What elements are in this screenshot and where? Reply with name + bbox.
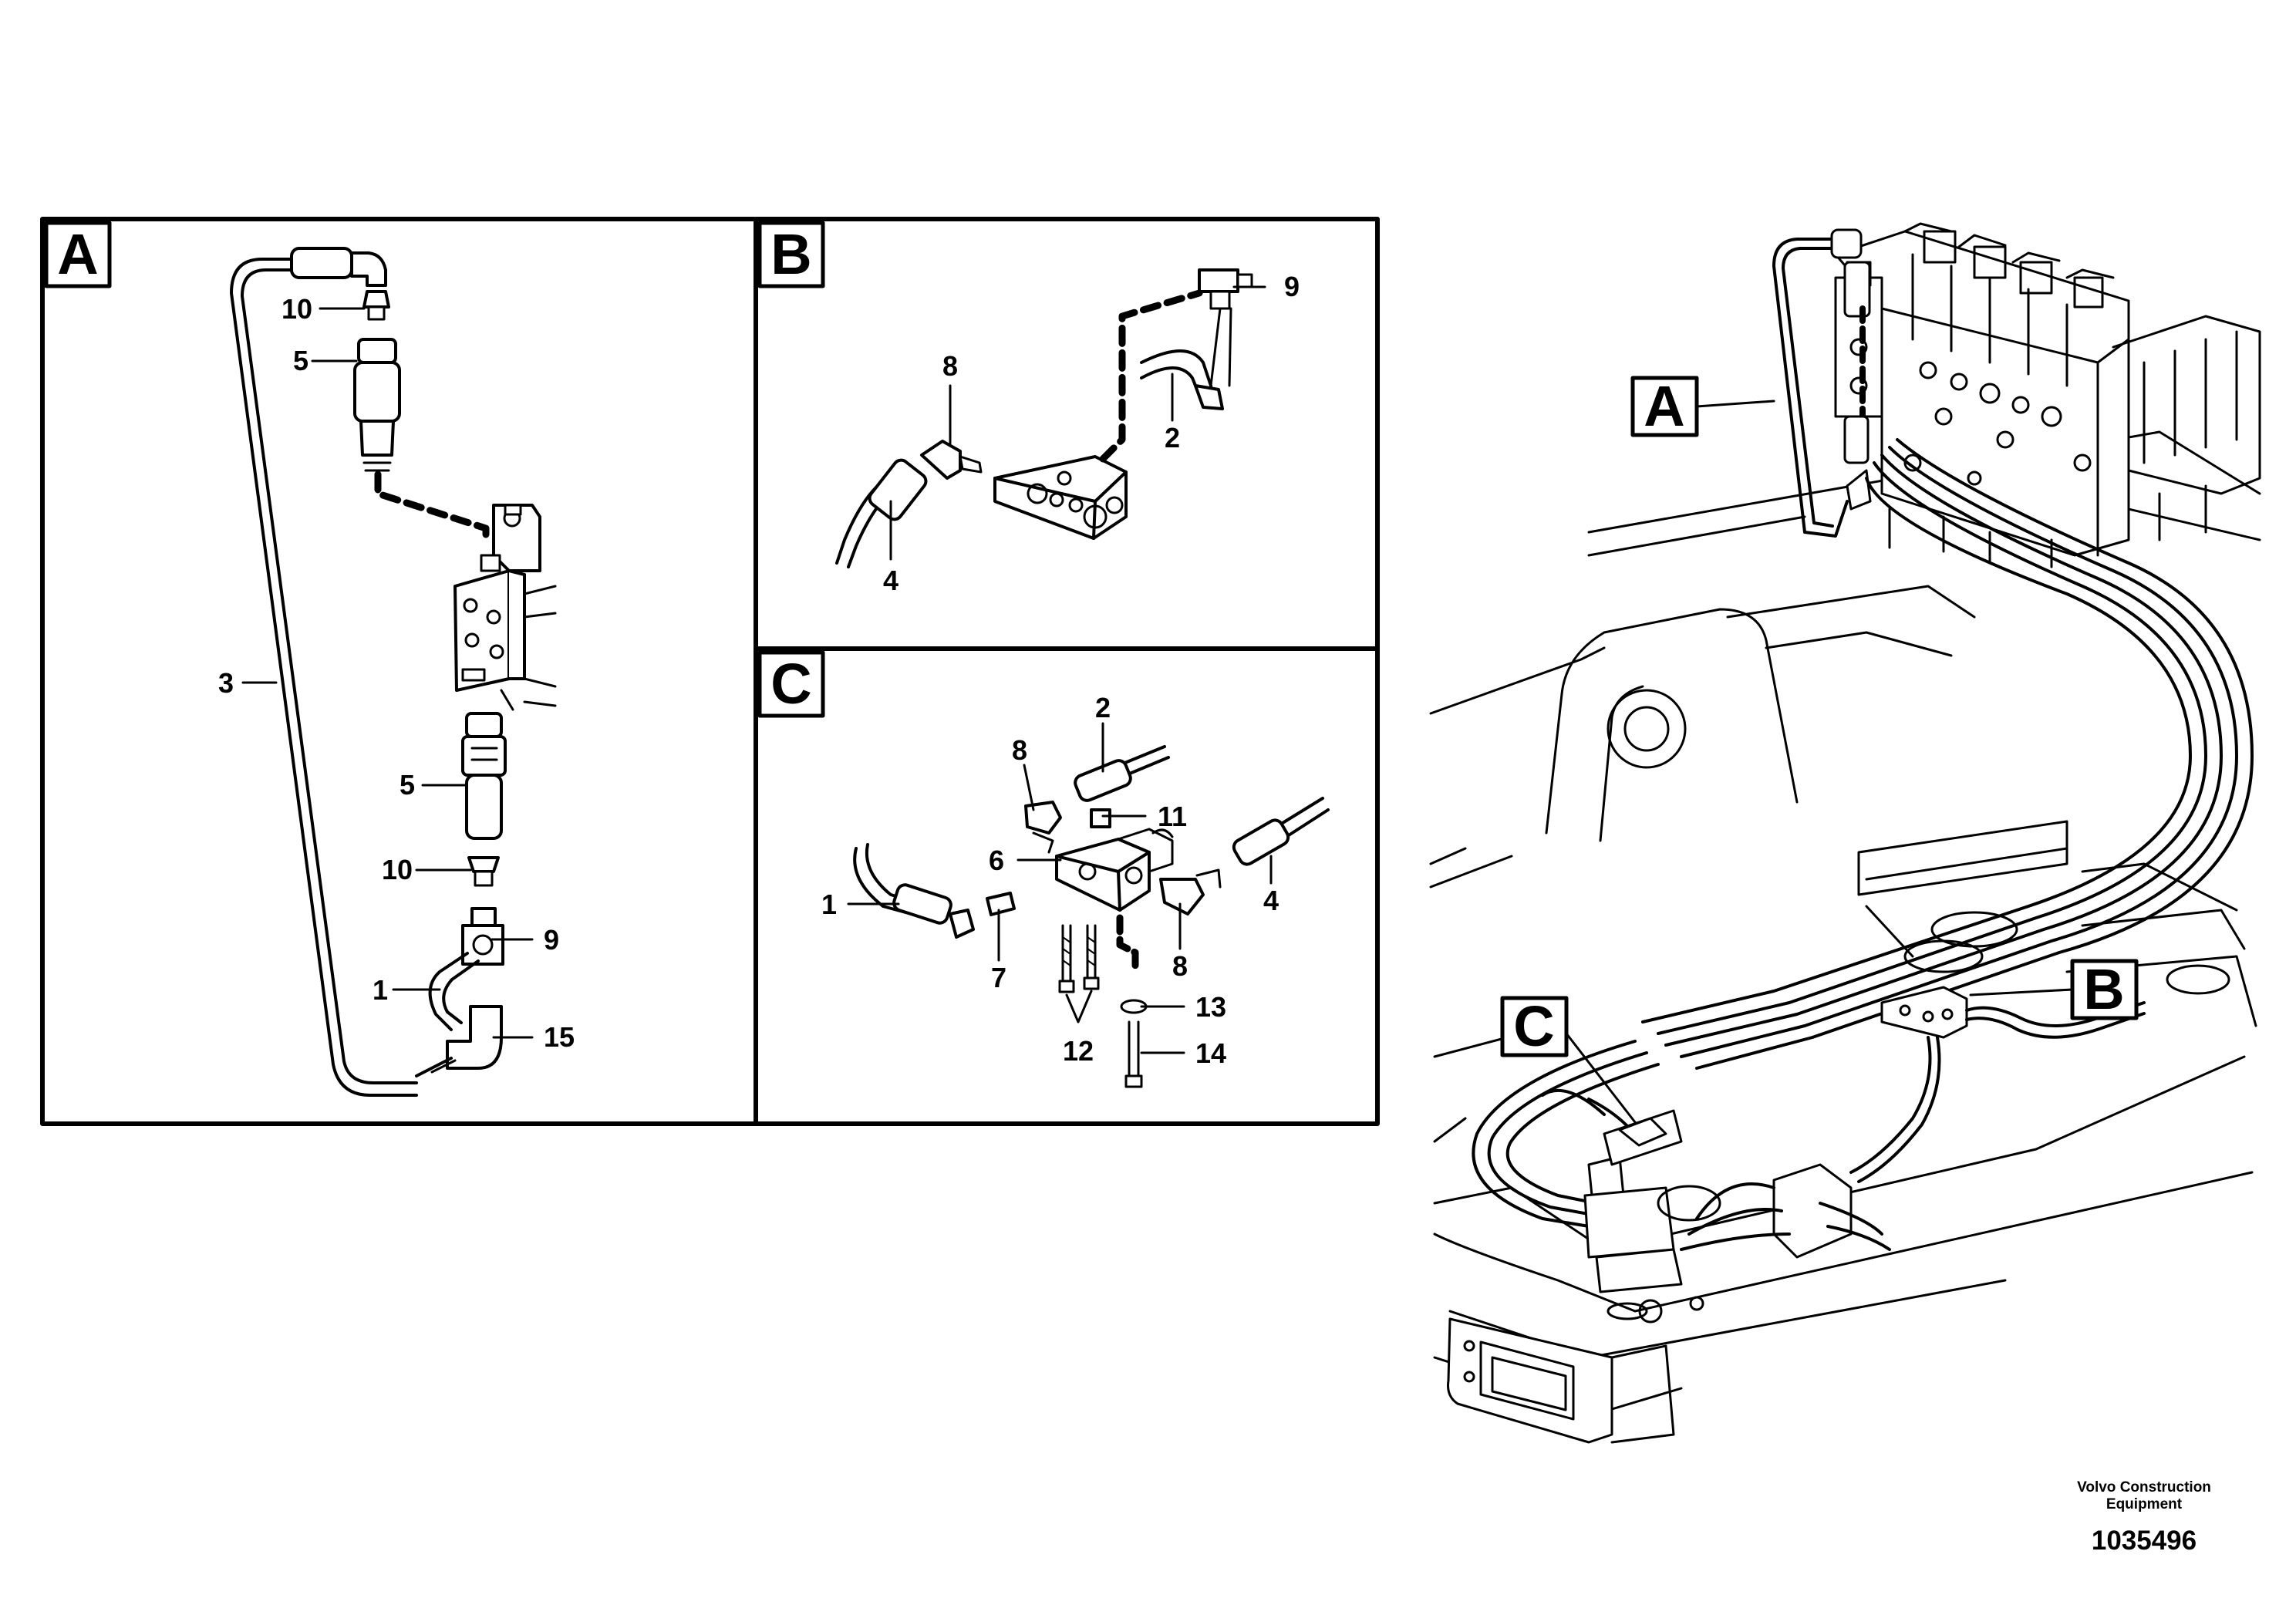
- callout-c-12: 12: [1063, 1035, 1094, 1067]
- brand-line-1: Volvo Construction: [2077, 1479, 2211, 1496]
- callout-c-1: 1: [821, 889, 837, 920]
- callout-b-2: 2: [1165, 422, 1180, 454]
- callout-a-10-top: 10: [282, 293, 312, 325]
- callout-a-1: 1: [373, 974, 388, 1006]
- callout-c-14: 14: [1195, 1037, 1226, 1069]
- tag-b-label: B: [2083, 957, 2124, 1021]
- callout-a-9: 9: [544, 924, 559, 956]
- callout-a-5-lower: 5: [400, 769, 415, 801]
- callout-b-4: 4: [883, 565, 899, 596]
- callout-c-11: 11: [1158, 801, 1187, 832]
- callout-c-7: 7: [991, 962, 1006, 993]
- panel-c: C: [754, 646, 1380, 1126]
- panel-b: B 9 8 2: [754, 217, 1380, 651]
- brand-label: Volvo Construction Equipment: [2021, 1479, 2267, 1513]
- panel-c-label: C: [770, 652, 811, 716]
- callout-a-10-lower: 10: [382, 854, 413, 885]
- callout-b-9: 9: [1284, 271, 1300, 302]
- tag-a: A: [1630, 374, 1775, 438]
- callout-a-3: 3: [218, 667, 234, 699]
- panel-a: A: [40, 217, 758, 1126]
- callout-a-15: 15: [544, 1021, 575, 1053]
- tag-c-label: C: [1513, 994, 1554, 1058]
- overview-illustration: [1429, 222, 2261, 1444]
- tag-c: C: [1500, 994, 1637, 1124]
- callout-a-5-top: 5: [293, 345, 308, 376]
- callout-c-8-right: 8: [1172, 950, 1188, 982]
- tag-b: B: [1969, 957, 2139, 1021]
- callout-c-4: 4: [1263, 885, 1279, 916]
- document-number: 1035496: [2091, 1526, 2197, 1556]
- tag-a-label: A: [1644, 374, 1684, 438]
- panel-a-label: A: [57, 222, 98, 286]
- callout-c-13: 13: [1195, 991, 1226, 1023]
- panel-b-label: B: [770, 222, 811, 286]
- callout-c-2: 2: [1095, 692, 1111, 723]
- callout-c-6: 6: [989, 845, 1004, 876]
- callout-b-8: 8: [942, 350, 958, 382]
- brand-line-2: Equipment: [2106, 1496, 2183, 1512]
- callout-c-8-top: 8: [1012, 734, 1027, 766]
